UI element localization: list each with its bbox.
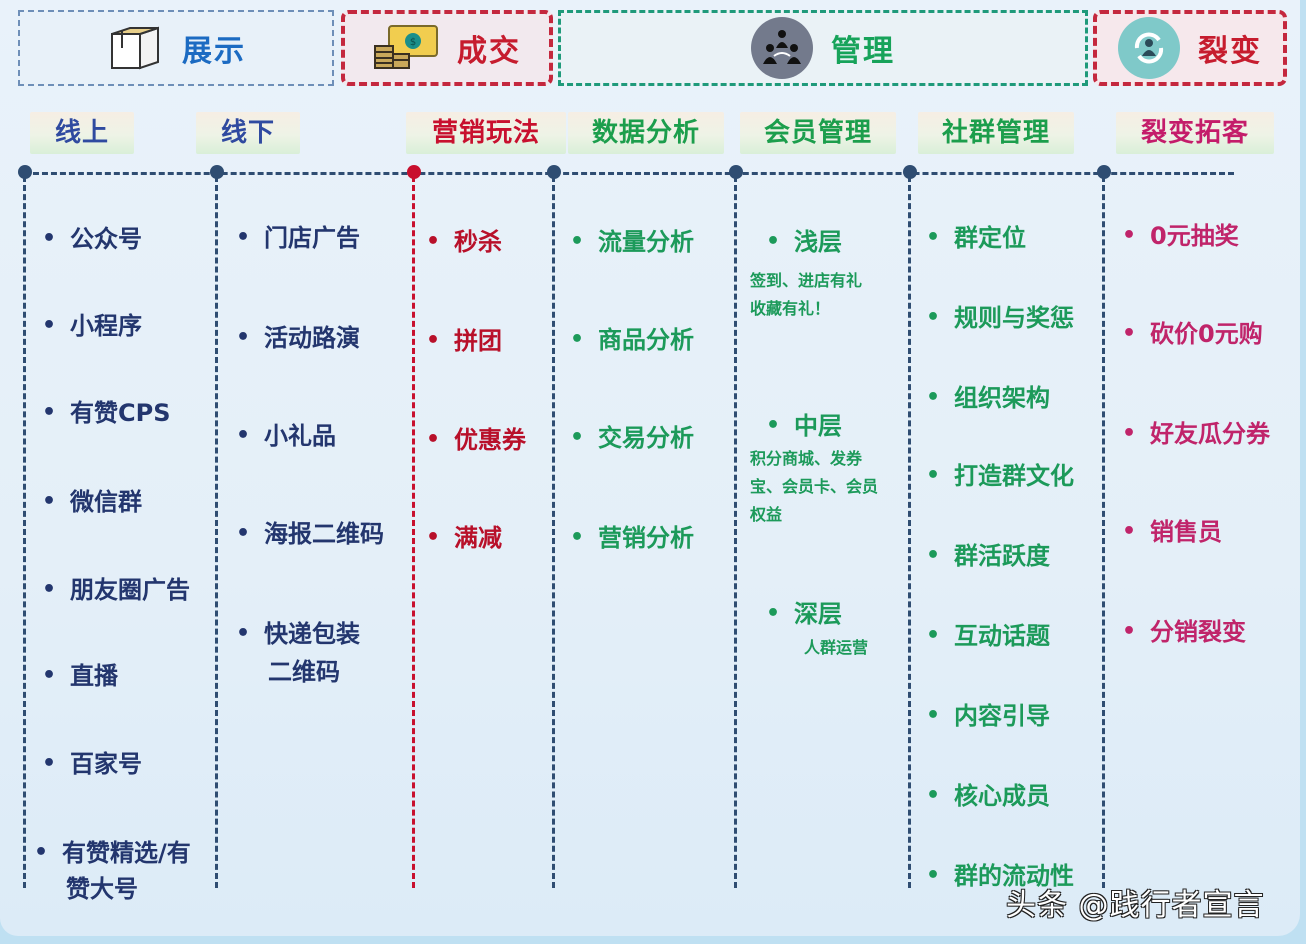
timeline-pin bbox=[407, 165, 421, 179]
list-item-continued: 二维码 bbox=[268, 658, 340, 686]
list-item: •打造群文化 bbox=[926, 462, 1074, 490]
list-item: •门店广告 bbox=[236, 224, 360, 252]
list-item: •公众号 bbox=[42, 225, 142, 253]
list-item: •好友瓜分券 bbox=[1122, 420, 1270, 448]
list-item-continued: 赞大号 bbox=[66, 875, 138, 903]
list-item: •0元抽奖 bbox=[1122, 222, 1239, 250]
list-item: •商品分析 bbox=[570, 326, 694, 354]
list-item: •秒杀 bbox=[426, 228, 502, 256]
member-tier-middle: •中层 bbox=[766, 412, 842, 440]
list-item: •海报二维码 bbox=[236, 520, 384, 548]
list-item: •组织架构 bbox=[926, 384, 1050, 412]
list-item: •有赞CPS bbox=[42, 399, 171, 427]
list-item: •活动路演 bbox=[236, 324, 360, 352]
column-divider bbox=[552, 176, 555, 888]
list-item: •满减 bbox=[426, 524, 502, 552]
column-divider bbox=[215, 176, 218, 888]
stage-fission: 裂变 bbox=[1093, 10, 1287, 86]
category-membership: 会员管理 bbox=[740, 112, 896, 154]
user-refresh-icon bbox=[1118, 17, 1180, 79]
list-item: •流量分析 bbox=[570, 228, 694, 256]
column-divider bbox=[412, 176, 415, 888]
category-online: 线上 bbox=[30, 112, 134, 154]
list-item: •营销分析 bbox=[570, 524, 694, 552]
list-item: •群活跃度 bbox=[926, 542, 1050, 570]
category-offline: 线下 bbox=[196, 112, 300, 154]
list-item: •小礼品 bbox=[236, 422, 336, 450]
category-community: 社群管理 bbox=[918, 112, 1074, 154]
category-marketing: 营销玩法 bbox=[406, 112, 566, 154]
column-divider bbox=[734, 176, 737, 888]
list-item: •有赞精选/有 bbox=[34, 839, 191, 867]
list-item: •核心成员 bbox=[926, 782, 1050, 810]
list-item: •互动话题 bbox=[926, 622, 1050, 650]
timeline-pin bbox=[18, 165, 32, 179]
timeline-line bbox=[24, 172, 1234, 175]
category-fission: 裂变拓客 bbox=[1116, 112, 1274, 154]
list-item: •砍价0元购 bbox=[1122, 320, 1263, 348]
member-tier-shallow: •浅层 bbox=[766, 228, 842, 256]
timeline-pin bbox=[903, 165, 917, 179]
member-tier-desc: 权益 bbox=[750, 505, 783, 524]
member-tier-desc: 宝、会员卡、会员 bbox=[750, 477, 879, 496]
column-divider bbox=[908, 176, 911, 888]
column-divider bbox=[1102, 176, 1105, 888]
package-box-icon bbox=[106, 22, 164, 74]
watermark: 头条 @践行者宣言 bbox=[1006, 888, 1265, 923]
list-item: •快递包装 bbox=[236, 620, 360, 648]
stage-show: 展示 bbox=[18, 10, 334, 86]
stage-show-label: 展示 bbox=[182, 34, 246, 69]
list-item: •优惠券 bbox=[426, 426, 526, 454]
list-item: •直播 bbox=[42, 662, 118, 690]
list-item: •百家号 bbox=[42, 750, 142, 778]
member-tier-desc: 人群运营 bbox=[804, 638, 869, 657]
timeline-pin bbox=[1097, 165, 1111, 179]
list-item: •内容引导 bbox=[926, 702, 1050, 730]
list-item: •规则与奖惩 bbox=[926, 304, 1074, 332]
member-tier-desc: 收藏有礼！ bbox=[750, 299, 831, 318]
timeline-pin bbox=[729, 165, 743, 179]
stage-manage-label: 管理 bbox=[831, 34, 895, 69]
member-tier-deep: •深层 bbox=[766, 600, 842, 628]
list-item: •销售员 bbox=[1122, 518, 1222, 546]
stage-fission-label: 裂变 bbox=[1198, 34, 1262, 69]
timeline-pin bbox=[547, 165, 561, 179]
list-item: •微信群 bbox=[42, 488, 142, 516]
stage-deal: $ 成交 bbox=[341, 10, 553, 86]
list-item: •分销裂变 bbox=[1122, 618, 1246, 646]
list-item: •拼团 bbox=[426, 327, 502, 355]
member-tier-desc: 签到、进店有礼 bbox=[750, 271, 863, 290]
timeline-pin bbox=[210, 165, 224, 179]
list-item: •朋友圈广告 bbox=[42, 576, 190, 604]
list-item: •小程序 bbox=[42, 312, 142, 340]
list-item: •群的流动性 bbox=[926, 862, 1074, 890]
member-tier-desc: 积分商城、发券 bbox=[750, 449, 863, 468]
stage-manage: 管理 bbox=[558, 10, 1088, 86]
stage-deal-label: 成交 bbox=[457, 34, 521, 69]
svg-text:$: $ bbox=[410, 37, 416, 48]
category-data-analysis: 数据分析 bbox=[568, 112, 724, 154]
team-hierarchy-icon bbox=[751, 17, 813, 79]
list-item: •群定位 bbox=[926, 224, 1026, 252]
column-divider bbox=[23, 176, 26, 888]
list-item: •交易分析 bbox=[570, 424, 694, 452]
cash-coins-icon: $ bbox=[373, 22, 439, 74]
